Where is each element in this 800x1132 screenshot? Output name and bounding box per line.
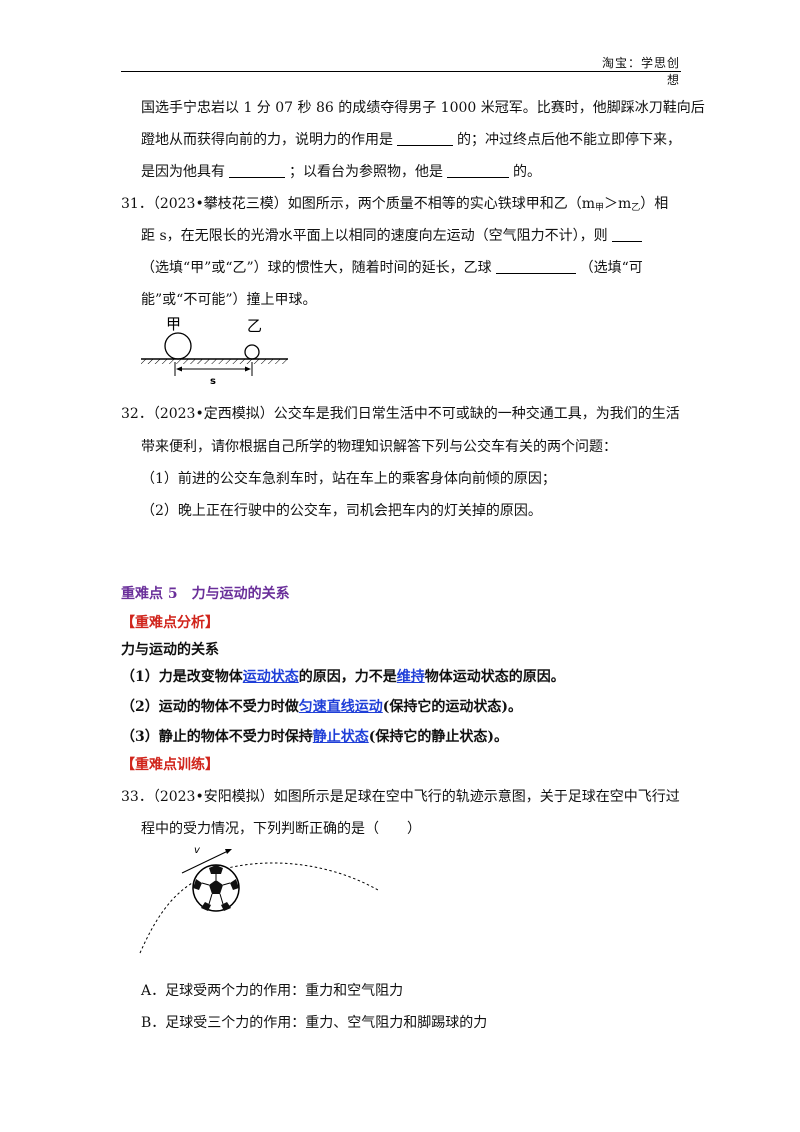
q32-line-2: 带来便利，请你根据自己所学的物理知识解答下列与公交车有关的两个问题： — [141, 439, 617, 455]
ground-hatch — [141, 359, 288, 364]
rule-3: （3）静止的物体不受力时保持静止状态(保持它的静止状态)。 — [121, 727, 508, 747]
rule-text: （3）静止的物体不受力时保持 — [121, 729, 313, 745]
rule-text: （1）力是改变物体 — [121, 669, 243, 685]
training-heading: 【重难点训练】 — [121, 757, 219, 773]
q31-text: ＞m — [604, 196, 632, 212]
velocity-arrowhead-icon — [225, 849, 232, 854]
option-b[interactable]: B．足球受三个力的作用：重力、空气阻力和脚踢球的力 — [141, 1015, 488, 1031]
q33-figure: v — [139, 845, 379, 954]
q31-line-2: 距 s，在无限长的光滑水平面上以相同的速度向左运动（空气阻力不计），则 — [141, 226, 646, 246]
q30-text: 蹬地从而获得向前的力，说明力的作用是 — [141, 132, 393, 148]
q32-line-1: 32．（2023•定西模拟）公交车是我们日常生活中不可或缺的一种交通工具，为我们… — [121, 406, 680, 422]
header-text: 淘宝：学思创想 — [601, 56, 680, 87]
q30-line-3: 是因为他具有 ；以看台为参照物，他是 的。 — [141, 162, 541, 182]
answer-blank[interactable] — [397, 131, 453, 146]
q30-line-2: 蹬地从而获得向前的力，说明力的作用是 的；冲过终点后他不能立即停下来， — [141, 130, 681, 150]
link-motion-state[interactable]: 运动状态 — [242, 669, 299, 685]
velocity-arrow — [181, 849, 231, 874]
analysis-heading: 【重难点分析】 — [121, 615, 219, 631]
q31-text: （选填“可 — [579, 260, 643, 276]
label-yi: 乙 — [247, 317, 262, 335]
q30-line-1: 国选手宁忠岩以 1 分 07 秒 86 的成绩夺得男子 1000 米冠军。比赛时… — [141, 100, 705, 116]
q30-text: ；以看台为参照物，他是 — [289, 164, 443, 180]
q31-text: 31．（2023•攀枝花三模）如图所示，两个质量不相等的实心铁球甲和乙（m — [121, 196, 595, 212]
label-jia: 甲 — [166, 315, 181, 333]
section-title: 重难点 5 力与运动的关系 — [121, 586, 290, 602]
q31-line-4: 能”或“不可能”）撞上甲球。 — [141, 292, 317, 308]
ball-jia — [164, 332, 192, 360]
rule-1: （1）力是改变物体运动状态的原因，力不是维持物体运动状态的原因。 — [121, 667, 565, 687]
analysis-subtitle: 力与运动的关系 — [121, 642, 219, 658]
q31-line-1: 31．（2023•攀枝花三模）如图所示，两个质量不相等的实心铁球甲和乙（m甲＞m… — [121, 194, 668, 218]
rule-text: 的原因，力不是 — [298, 669, 397, 685]
q30-text: 是因为他具有 — [141, 164, 225, 180]
subscript-yi: 乙 — [631, 203, 641, 213]
answer-blank[interactable] — [229, 163, 285, 178]
q31-text: ）相 — [640, 196, 669, 212]
q32-part-1: （1）前进的公交车急刹车时，站在车上的乘客身体向前倾的原因； — [141, 471, 556, 487]
answer-blank[interactable] — [495, 259, 576, 274]
q30-text: 的；冲过终点后他不能立即停下来， — [457, 132, 681, 148]
q31-text: （选填“甲”或“乙”）球的惯性大，随着时间的延长，乙球 — [141, 260, 492, 276]
rule-text: (保持它的静止状态)。 — [368, 729, 508, 745]
q31-line-3: （选填“甲”或“乙”）球的惯性大，随着时间的延长，乙球 （选填“可 — [141, 258, 643, 278]
link-uniform-linear-motion[interactable]: 匀速直线运动 — [298, 699, 383, 715]
q33-line-1: 33．（2023•安阳模拟）如图所示是足球在空中飞行的轨迹示意图，关于足球在空中… — [121, 789, 680, 805]
q33-line-2: 程中的受力情况，下列判断正确的是（ ） — [141, 821, 421, 837]
header-divider — [121, 71, 681, 72]
answer-blank[interactable] — [447, 163, 509, 178]
subscript-jia: 甲 — [594, 203, 604, 213]
soccer-ball-icon — [192, 864, 240, 912]
link-maintain[interactable]: 维持 — [396, 669, 425, 685]
q32-part-2: （2）晚上正在行驶中的公交车，司机会把车内的灯关掉的原因。 — [141, 503, 542, 519]
arrow-left-icon — [176, 366, 182, 372]
rule-text: 物体运动状态的原因。 — [424, 669, 565, 685]
rule-2: （2）运动的物体不受力时做匀速直线运动(保持它的运动状态)。 — [121, 697, 522, 717]
link-rest-state[interactable]: 静止状态 — [312, 729, 369, 745]
q30-text: 的。 — [513, 164, 541, 180]
option-a[interactable]: A．足球受两个力的作用：重力和空气阻力 — [141, 983, 404, 999]
trajectory-path — [139, 862, 379, 954]
rule-text: (保持它的运动状态)。 — [382, 699, 522, 715]
ball-yi — [244, 344, 260, 360]
rule-text: （2）运动的物体不受力时做 — [121, 699, 299, 715]
arrow-right-icon — [245, 366, 251, 372]
answer-blank[interactable] — [611, 227, 642, 242]
q31-figure: 甲 乙 s — [141, 315, 288, 387]
label-s: s — [210, 376, 216, 387]
label-v: v — [194, 845, 201, 856]
q31-text: 距 s，在无限长的光滑水平面上以相同的速度向左运动（空气阻力不计），则 — [141, 228, 608, 244]
